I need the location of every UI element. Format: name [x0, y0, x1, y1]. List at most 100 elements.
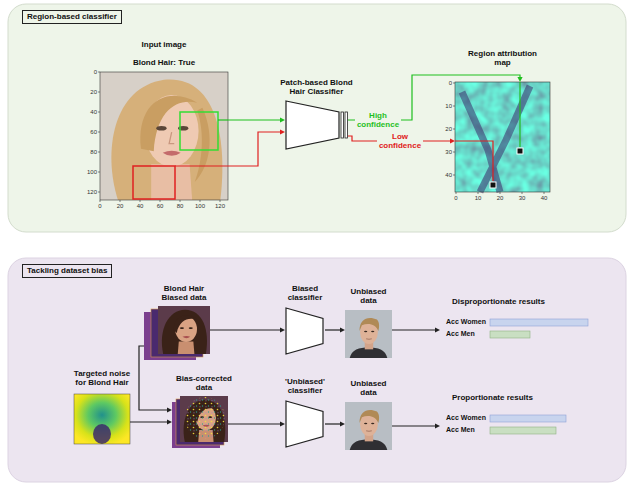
leader-line [519, 82, 520, 147]
edge-label: Low confidence [377, 131, 423, 151]
unbiased-data-image: Unbiased data [345, 310, 392, 358]
node-heading: 'Unbiased' classifier [280, 377, 330, 396]
axis-tick-label: 0 [90, 203, 110, 209]
panel-heading: Tackling dataset bias [22, 264, 112, 278]
node-heading: Biased classifier [282, 284, 328, 303]
axis-tick-label: 0 [446, 195, 466, 201]
axis-tick-label: 60 [150, 203, 170, 209]
node-heading: Input imageBlond Hair: True [104, 40, 224, 68]
connector [228, 421, 285, 426]
map-ground [455, 82, 550, 192]
accuracy-bar [490, 415, 566, 422]
results-title: Disproportionate results [452, 297, 545, 307]
axis-tick-label: 30 [432, 149, 452, 155]
axis-tick-label: 20 [490, 195, 510, 201]
heading-text: Biased classifier [282, 284, 328, 303]
heading-text: Region attribution map [463, 49, 543, 68]
heading-text: Input image [104, 40, 224, 50]
axis-tick-label: 40 [77, 109, 97, 115]
arrowhead [280, 327, 285, 332]
axis-tick-label: 100 [77, 169, 97, 175]
leader-line [175, 165, 228, 166]
results-chart: Disproportionate resultsAcc WomenAcc Men [440, 294, 592, 344]
axis-tick-label: 20 [432, 126, 452, 132]
connector [228, 129, 285, 166]
panel-ground [8, 4, 626, 232]
accuracy-label: Acc Men [446, 330, 475, 338]
biased-data-stack: Blond Hair Biased data [144, 306, 210, 360]
arrowhead [280, 129, 285, 134]
connector-line [228, 119, 281, 120]
axis-tick-label: 40 [130, 203, 150, 209]
patch-classifier: Patch-based Blond Hair Classifier [285, 100, 348, 150]
connector [228, 117, 285, 122]
classifier-shape [285, 100, 348, 150]
accuracy-label: Acc Men [446, 426, 475, 434]
node-heading: Unbiased data [347, 379, 391, 398]
connector-line [392, 329, 436, 330]
heading-text: Unbiased data [347, 379, 391, 398]
axis-tick-label: 40 [534, 195, 554, 201]
arrowhead [340, 327, 345, 332]
bias-corrected-data: Bias-corrected data [172, 396, 228, 448]
node-heading: Bias-corrected data [172, 374, 236, 393]
axis-tick-label: 40 [432, 172, 452, 178]
leader-line [455, 141, 493, 181]
panel-ground [8, 258, 626, 482]
axis-tick-label: 120 [210, 203, 230, 209]
unbiased-classifier: 'Unbiased' classifier [285, 400, 325, 448]
arrowhead [167, 419, 172, 424]
connector-line [130, 421, 168, 422]
axis-tick-label: 0 [77, 69, 97, 75]
node-heading: Region attribution map [463, 49, 543, 68]
axis-tick-label: 0 [432, 80, 452, 86]
input-photo [100, 72, 228, 200]
unbiased-photo [345, 402, 392, 450]
region-panel: Region-based classifierInput imageBlond … [8, 4, 626, 232]
node-heading: Blond Hair Biased data [156, 284, 212, 303]
axis-tick-label: 20 [110, 203, 130, 209]
arrowhead [167, 407, 172, 412]
results-title: Proportionate results [452, 393, 533, 403]
arrowhead [340, 421, 345, 426]
noise-blob [93, 424, 111, 444]
attribution-texture [455, 82, 550, 192]
accuracy-label: Acc Women [446, 414, 486, 422]
bias-panel: Tackling dataset biasBlond Hair Biased d… [8, 258, 626, 482]
axis-tick-label: 100 [190, 203, 210, 209]
unbiased-photo [345, 310, 392, 358]
axis-frame [455, 82, 550, 192]
results-chart: Proportionate resultsAcc WomenAcc Men [440, 390, 592, 440]
connector-line [139, 346, 168, 410]
classifier-shape [285, 307, 325, 355]
arrowhead [435, 327, 440, 332]
heading-text: Patch-based Blond Hair Classifier [274, 78, 360, 97]
connector [325, 421, 345, 426]
biased-photo [158, 306, 210, 354]
patch-marker [517, 148, 523, 154]
axis-tick-label: 120 [77, 189, 97, 195]
output-layer [341, 112, 344, 138]
connector [139, 346, 172, 413]
axis-tick-label: 60 [77, 129, 97, 135]
axis-tick-label: 80 [77, 149, 97, 155]
axis-tick-label: 10 [432, 103, 452, 109]
corrected-photo [180, 396, 228, 442]
heading-text: Targeted noise for Blond Hair [71, 369, 133, 388]
noise-overlay [185, 397, 225, 439]
unbiased-data-image: Unbiased data [345, 402, 392, 450]
biased-classifier: Biased classifier [285, 307, 325, 355]
edge-label: High confidence [355, 110, 401, 130]
classifier-trapezoid [286, 101, 339, 149]
connector [130, 419, 172, 424]
classifier-trapezoid [286, 308, 323, 354]
patch-box [180, 112, 218, 150]
panel-heading: Region-based classifier [22, 10, 122, 24]
axis-ticks [98, 72, 220, 202]
connector-line [228, 423, 281, 424]
connector-line [210, 329, 281, 330]
connector [392, 327, 440, 332]
node-heading: Unbiased data [347, 287, 391, 306]
output-layer [345, 112, 348, 138]
connector [210, 327, 285, 332]
